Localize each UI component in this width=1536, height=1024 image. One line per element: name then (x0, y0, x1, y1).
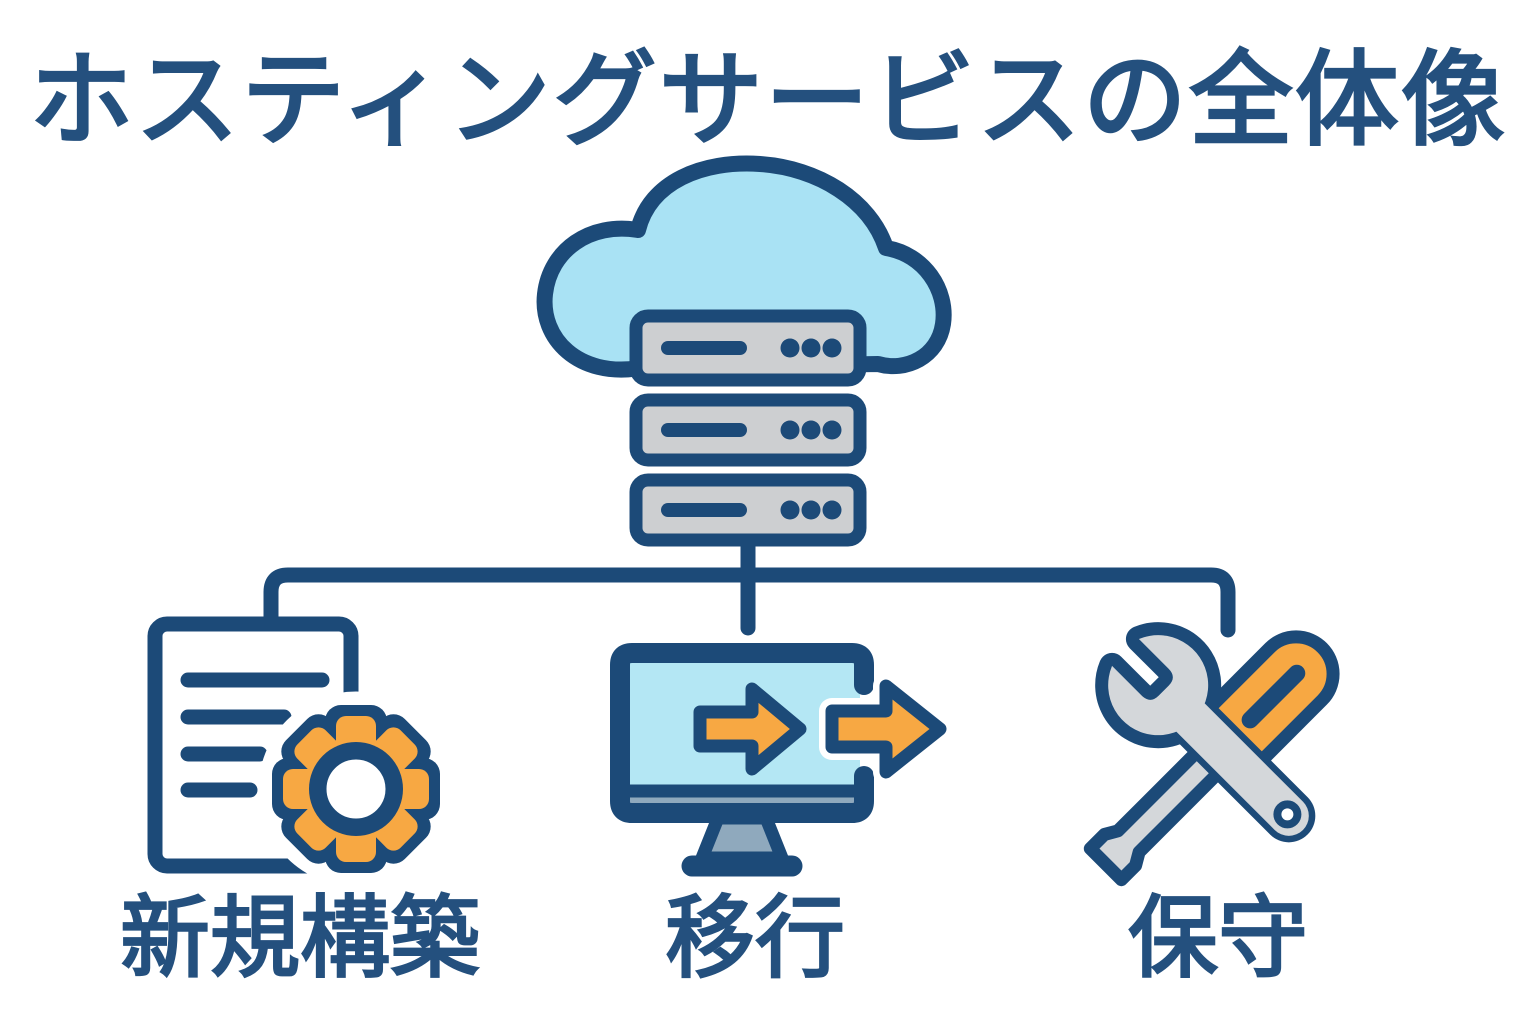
arrow-right-icon (693, 682, 807, 776)
wrench-shaft (1169, 696, 1309, 836)
wrench-head (1108, 635, 1209, 736)
branch-label-new-build: 新規構築 (120, 889, 480, 989)
arrow-exit-icon (825, 679, 947, 779)
monitor-stand (695, 811, 789, 865)
gear-hub-hole (326, 759, 386, 819)
gear-icon (258, 691, 454, 887)
screwdriver-shaft (1083, 723, 1247, 887)
monitor-frame (610, 643, 874, 823)
wrench-handle-hole (1273, 800, 1302, 829)
wrench-icon (1095, 622, 1316, 843)
wrench-screwdriver-icon (1083, 622, 1340, 887)
server-rack (629, 309, 867, 547)
monitor-migration-icon (610, 643, 953, 877)
document-gear-icon (147, 616, 454, 887)
connector-lines (263, 537, 1236, 640)
branch-label-maintenance: 保守 (1128, 889, 1308, 989)
screwdriver-handle-slot (1241, 664, 1306, 729)
document-text-lines (180, 672, 330, 798)
cloud-server-icon (536, 155, 952, 547)
branch-label-migration: 移行 (665, 889, 845, 989)
page-title: ホスティングサービスの全体像 (29, 43, 1507, 159)
